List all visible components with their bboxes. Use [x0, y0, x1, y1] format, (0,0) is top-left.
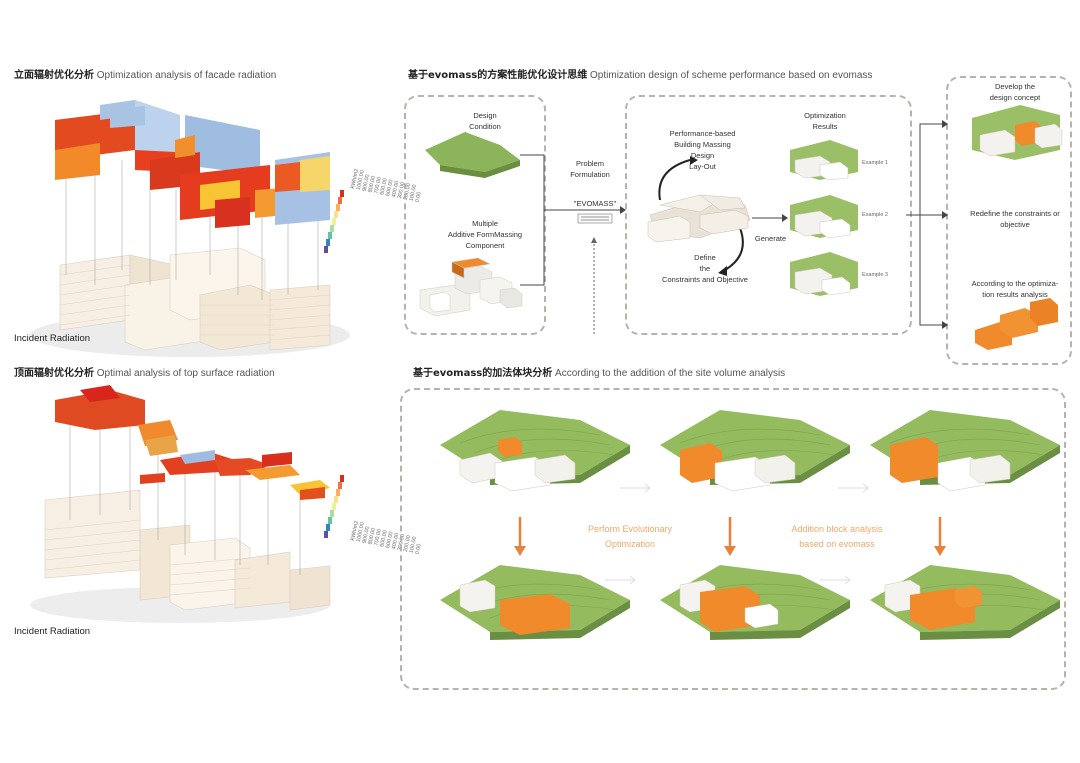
generate-label: Generate: [754, 234, 787, 243]
top-title-en: Optimal analysis of top surface radiatio…: [96, 368, 275, 379]
design-condition-label: Design Condition: [469, 111, 501, 131]
optimization-results-label: Optimization Results: [804, 111, 846, 131]
addition-top-1: [439, 409, 631, 492]
design-condition-box: [404, 95, 546, 335]
facade-caption: Incident Radiation: [14, 333, 91, 344]
evomass-title: 基于evomass的方案性能优化设计思维 Optimization design…: [408, 66, 872, 81]
flow-arrowheads: [620, 120, 948, 329]
example-2-label: Example 2: [862, 212, 888, 218]
optimized-orange-blocks: [975, 298, 1058, 350]
addition-title: 基于evomass的加法体块分析 According to the additi…: [413, 364, 785, 379]
design-terrain: [425, 132, 520, 178]
facade-title-en: Optimization analysis of facade radiatio…: [96, 70, 277, 81]
component-blocks: [419, 257, 523, 317]
addition-top-2: [659, 409, 851, 492]
cycle-arrow-bottom: [724, 227, 744, 271]
facade-radiation-diagram: [30, 100, 350, 357]
addition-title-cn: 基于evomass的加法体块分析: [413, 368, 553, 379]
top-projection-lines: [69, 420, 301, 575]
example-3-model: [790, 252, 858, 296]
facade-radiation-surfaces: [55, 100, 330, 228]
addition-top-3: [869, 409, 1061, 492]
addition-block-label: Addition block analysis based on evomass: [791, 524, 883, 549]
problem-formulation-label: Problem Formulation: [570, 159, 610, 179]
develop-concept-label: Develop the design concept: [989, 82, 1041, 102]
define-constraints-label: Define the Constraints and Objective: [662, 253, 748, 284]
evomass-title-en: Optimization design of scheme performanc…: [590, 70, 873, 81]
redefine-label: Redefine the constraints or objective: [970, 209, 1060, 229]
evomass-flow-graphics: [419, 105, 1063, 350]
addition-bottom-1: [439, 564, 631, 641]
cycle-arrow-top: [658, 159, 691, 201]
multiple-component-label: Multiple Additive FormMassing Component: [447, 219, 523, 250]
top-base-blocks: [44, 489, 331, 611]
example-2-model: [790, 195, 858, 239]
top-legend-bar: [324, 475, 344, 538]
down-arrows: [514, 517, 946, 556]
example-3-label: Example 3: [862, 272, 888, 278]
performance-label: Performance-based Building Massing Desig…: [669, 129, 736, 171]
facade-base-blocks: [59, 247, 331, 351]
according-results-label: According to the optimiza- tion results …: [971, 279, 1059, 299]
example-1-model: [790, 140, 858, 181]
perform-evolutionary-label: Perform Evolutionary Optimization: [587, 524, 673, 549]
develop-box: [946, 76, 1072, 365]
evomass-name-label: "EVOMASS": [573, 199, 617, 208]
flow-connectors: [520, 123, 942, 326]
facade-title-cn: 立面辐射优化分析: [14, 70, 94, 81]
example-1-label: Example 1: [862, 160, 888, 166]
central-massing-model: [647, 194, 751, 243]
facade-legend-bar: [324, 190, 344, 253]
addition-analysis-box: [400, 388, 1066, 690]
evomass-logo-lines: [581, 216, 609, 221]
top-radiation-diagram: [30, 385, 344, 623]
faint-right-arrows: [605, 483, 869, 585]
top-title-cn: 顶面辐射优化分析: [14, 368, 94, 379]
facade-projection-lines: [65, 150, 319, 300]
top-radiation-surfaces: [55, 385, 330, 500]
addition-bottom-3: [869, 564, 1061, 641]
top-title: 顶面辐射优化分析 Optimal analysis of top surface…: [14, 364, 275, 379]
top-caption: Incident Radiation: [14, 626, 91, 637]
develop-concept-model: [972, 105, 1063, 160]
facade-title: 立面辐射优化分析 Optimization analysis of facade…: [14, 66, 276, 81]
addition-bottom-2: [659, 564, 851, 641]
evomass-logo: [577, 213, 613, 224]
evomass-title-cn: 基于evomass的方案性能优化设计思维: [408, 70, 588, 81]
addition-title-en: According to the addition of the site vo…: [555, 368, 786, 379]
